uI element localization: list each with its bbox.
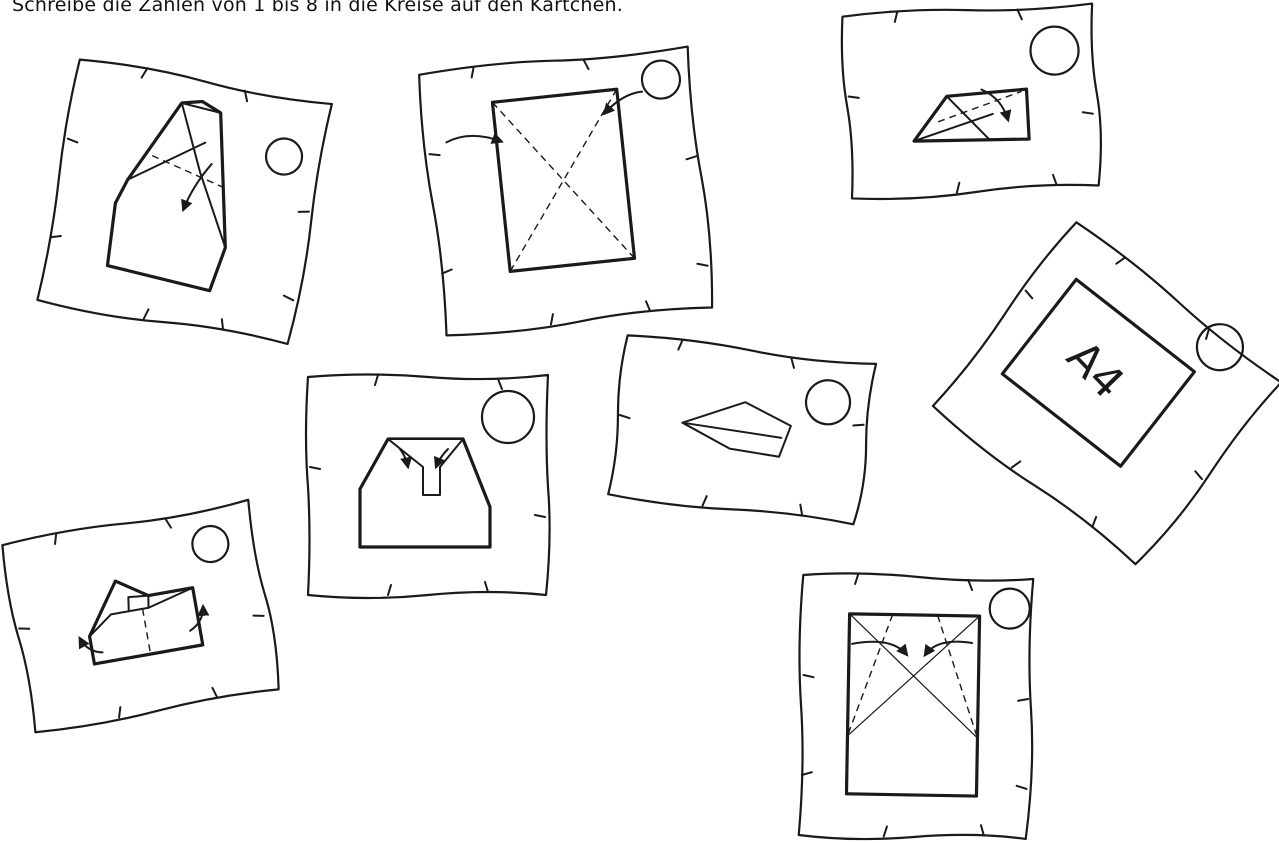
step-card-a4-sheet: A4 — [929, 211, 1279, 570]
step-card-flap-fold — [306, 375, 550, 599]
step-card-diagonal-fold — [416, 44, 717, 339]
step-card-corner-fold — [796, 572, 1035, 842]
step-card-airplane — [605, 333, 878, 528]
step-card-flaps-out — [0, 499, 284, 735]
step-card-small-fold — [840, 1, 1104, 202]
step-card-house-fold — [35, 56, 334, 347]
